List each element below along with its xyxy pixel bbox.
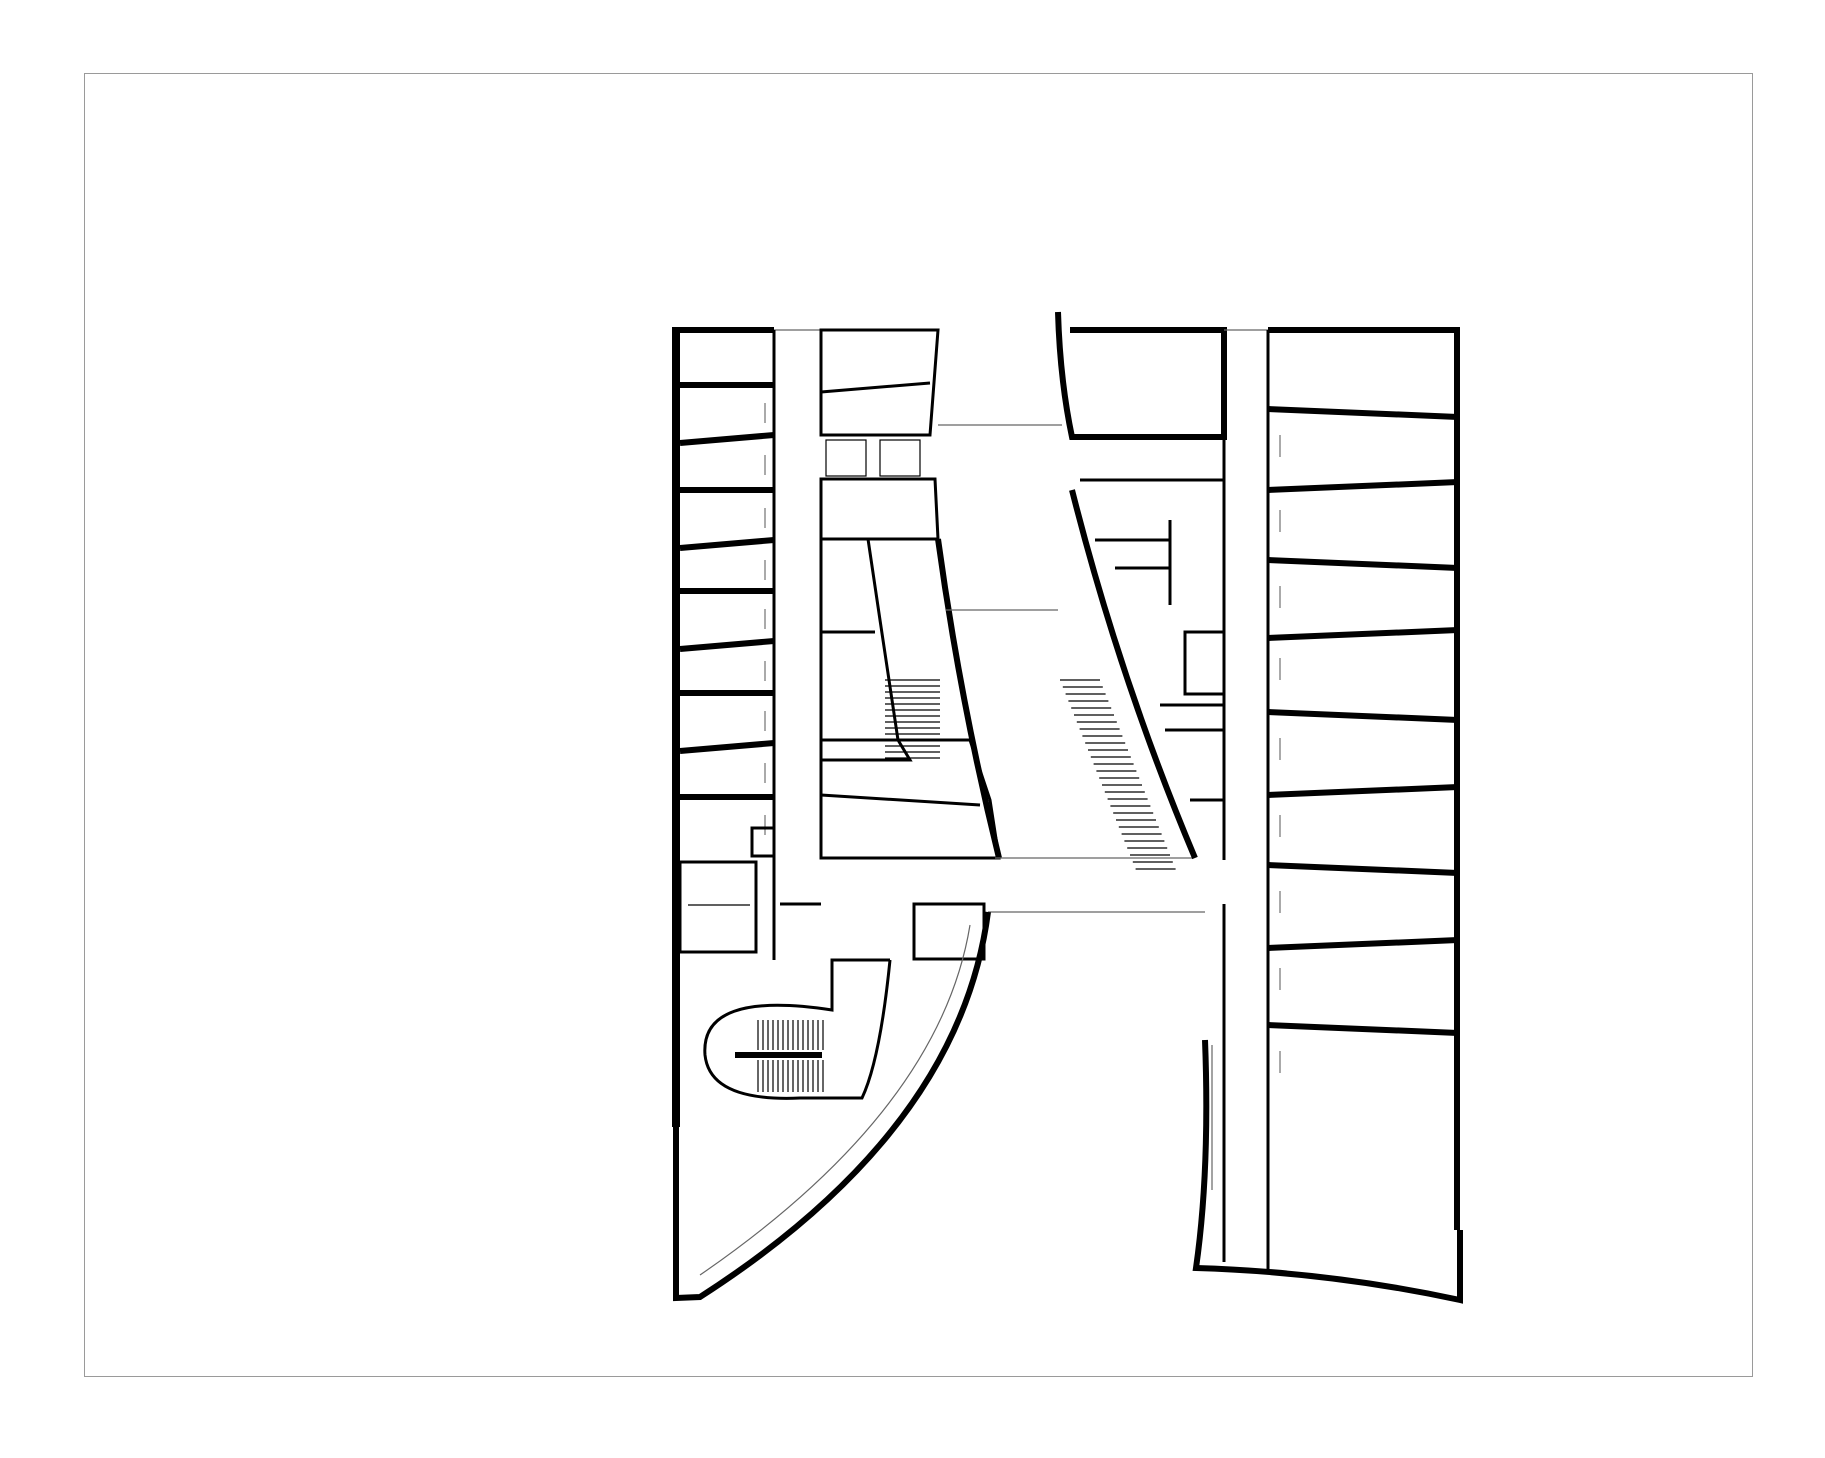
room-divider bbox=[1267, 709, 1459, 723]
room-divider bbox=[1267, 937, 1459, 951]
inner-curved-glazing bbox=[699, 924, 971, 1276]
room-divider bbox=[820, 793, 981, 807]
bottom-right-curved-wall bbox=[1192, 1039, 1463, 1304]
room-divider bbox=[1267, 784, 1459, 798]
right-outer-wall bbox=[1454, 330, 1460, 1230]
door-vestibule bbox=[879, 439, 921, 477]
curved-atrium-wall-right bbox=[1069, 489, 1198, 860]
spiral-stair-treads bbox=[757, 1020, 824, 1092]
left-center-blocks bbox=[819, 328, 1062, 860]
lift-block bbox=[678, 860, 758, 954]
toilet-stalls bbox=[1183, 630, 1226, 696]
left-wing bbox=[672, 327, 821, 1127]
left-room-dividers bbox=[679, 382, 775, 835]
room-divider bbox=[679, 740, 775, 754]
top-right-block bbox=[1055, 311, 1227, 440]
top-left-block bbox=[819, 328, 940, 437]
shaft bbox=[750, 826, 776, 858]
room-divider bbox=[679, 432, 775, 446]
quarter-circle-wall bbox=[673, 911, 991, 1302]
south-area bbox=[673, 902, 1205, 1302]
room-divider bbox=[1267, 862, 1459, 876]
atrium-stairs bbox=[885, 679, 1176, 870]
spiral-stair-outline bbox=[703, 958, 892, 1100]
room-divider bbox=[1267, 557, 1459, 571]
drawing-frame bbox=[84, 73, 1753, 1377]
room-divider bbox=[1267, 627, 1459, 641]
room-divider bbox=[1267, 479, 1459, 493]
left-outer-wall bbox=[672, 327, 680, 1127]
small-room bbox=[912, 902, 986, 961]
second-left-block bbox=[819, 477, 940, 541]
right-room-dividers bbox=[1267, 406, 1459, 1073]
room-divider bbox=[1267, 406, 1459, 420]
door-vestibule bbox=[825, 439, 867, 477]
right-center-blocks bbox=[1055, 311, 1227, 860]
room-divider bbox=[679, 537, 775, 551]
curved-atrium-wall-left bbox=[935, 538, 1002, 859]
room-divider bbox=[820, 381, 931, 394]
room-divider bbox=[1267, 1022, 1459, 1036]
stair-side-rooms bbox=[819, 537, 913, 762]
right-wing bbox=[1192, 327, 1463, 1304]
room-divider bbox=[679, 638, 775, 652]
